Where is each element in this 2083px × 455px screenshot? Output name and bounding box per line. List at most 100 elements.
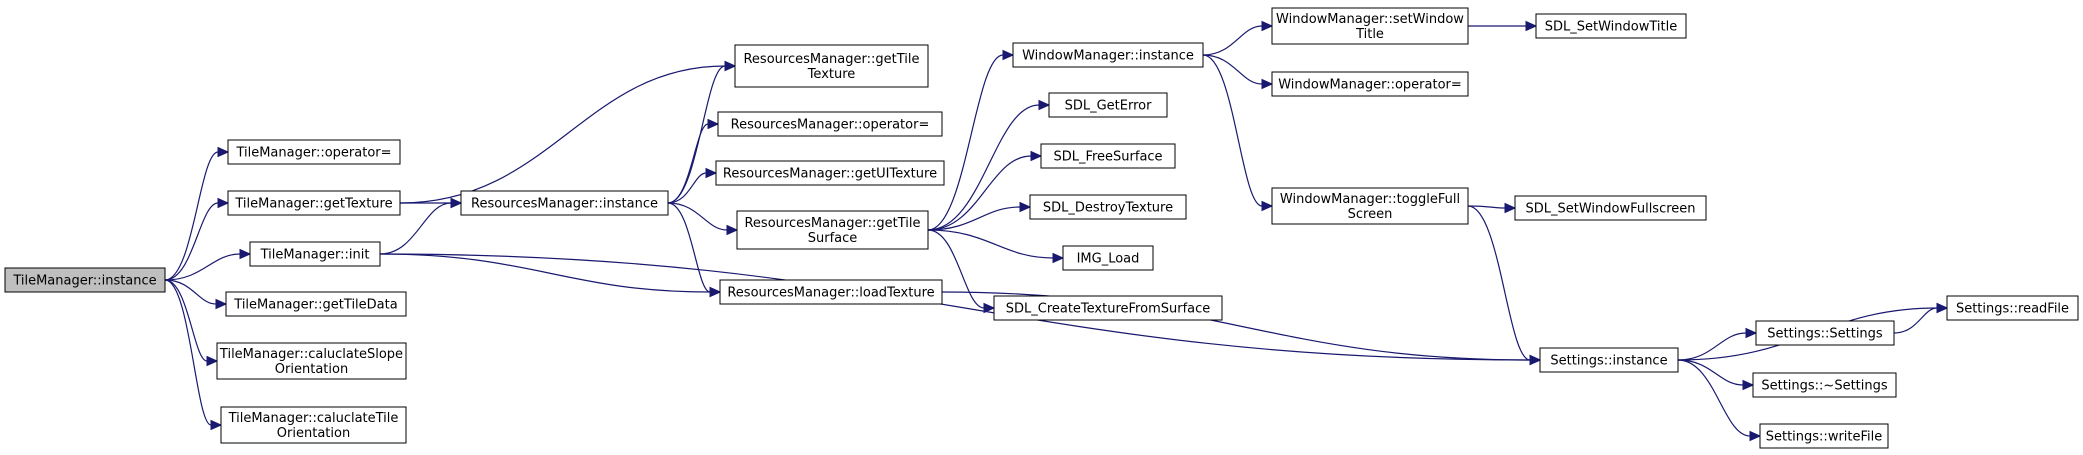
arrowhead — [1038, 99, 1051, 111]
arrowhead — [1529, 354, 1542, 366]
edge-line — [1202, 54, 1263, 85]
node-label: Settings::writeFile — [1766, 430, 1883, 445]
node-box — [1271, 7, 1469, 45]
node-sdl-freeSurface[interactable]: SDL_FreeSurface — [1040, 143, 1176, 169]
node-box — [1539, 347, 1679, 373]
node-settings-writeFile[interactable]: Settings::writeFile — [1759, 423, 1889, 449]
node-label: Screen — [1348, 207, 1393, 222]
node-label: Settings::~Settings — [1761, 379, 1888, 394]
edge-line — [667, 123, 709, 204]
node-img-load[interactable]: IMG_Load — [1062, 245, 1154, 271]
edge-tm-getTexture-to-rm-getTileTexture — [399, 60, 737, 204]
node-settings-dtor[interactable]: Settings::~Settings — [1752, 372, 1897, 398]
edge-line — [164, 151, 219, 281]
edge-line — [379, 253, 1531, 361]
node-label: Orientation — [275, 362, 348, 377]
node-box — [4, 267, 166, 293]
node-label: WindowManager::instance — [1022, 49, 1194, 64]
node-label: TileManager::instance — [12, 274, 156, 289]
node-sdl-destroyTexture[interactable]: SDL_DestroyTexture — [1029, 194, 1187, 220]
node-settings-ctor[interactable]: Settings::Settings — [1755, 320, 1895, 346]
arrowhead — [726, 224, 739, 236]
edge-rm-instance-to-rm-getUITexture — [667, 167, 718, 204]
arrowhead — [705, 167, 718, 179]
node-box — [1048, 92, 1168, 118]
arrowhead — [1745, 327, 1758, 339]
edge-wm-instance-to-wm-setWindowTitle — [1202, 20, 1274, 56]
edge-line — [1677, 359, 1744, 386]
arrowhead — [1261, 78, 1274, 90]
arrowhead — [1749, 430, 1762, 442]
node-tm-getTileData[interactable]: TileManager::getTileData — [225, 291, 407, 317]
edge-line — [1202, 54, 1263, 207]
node-label: ResourcesManager::operator= — [731, 118, 930, 133]
node-label: TileManager::caluclateSlope — [219, 347, 403, 362]
edge-rm-getTileSurface-to-sdl-freeSurface — [927, 150, 1043, 231]
node-box — [734, 44, 929, 88]
edge-line — [1467, 205, 1506, 209]
node-box — [1755, 320, 1895, 346]
node-box — [736, 210, 929, 250]
node-box — [715, 160, 945, 186]
node-sdl-setWindowFullscreen[interactable]: SDL_SetWindowFullscreen — [1514, 195, 1707, 221]
arrowhead — [1261, 200, 1274, 212]
edge-settings-instance-to-settings-ctor — [1677, 327, 1758, 361]
node-sdl-createTexFromSurface[interactable]: SDL_CreateTextureFromSurface — [993, 295, 1223, 321]
node-rm-getUITexture[interactable]: ResourcesManager::getUITexture — [715, 160, 945, 186]
node-rm-instance[interactable]: ResourcesManager::instance — [460, 190, 669, 216]
node-rm-loadTexture[interactable]: ResourcesManager::loadTexture — [719, 279, 943, 305]
edge-line — [164, 253, 241, 281]
node-box — [1946, 295, 2079, 321]
edge-line — [399, 65, 726, 204]
edge-line — [1893, 307, 1938, 334]
arrowhead — [1936, 302, 1949, 314]
node-wm-instance[interactable]: WindowManager::instance — [1012, 42, 1204, 68]
arrowhead — [217, 197, 230, 209]
edge-line — [1202, 25, 1263, 56]
node-tm-init[interactable]: TileManager::init — [249, 241, 381, 267]
node-settings-readFile[interactable]: Settings::readFile — [1946, 295, 2079, 321]
node-settings-instance[interactable]: Settings::instance — [1539, 347, 1679, 373]
edge-line — [927, 229, 1054, 259]
arrowhead — [1261, 20, 1274, 32]
node-box — [227, 190, 401, 216]
node-sdl-getError[interactable]: SDL_GetError — [1048, 92, 1168, 118]
edge-rm-getTileSurface-to-wm-instance — [927, 49, 1015, 231]
arrowhead — [1525, 20, 1538, 32]
node-tm-operator[interactable]: TileManager::operator= — [227, 139, 401, 165]
arrowhead — [1742, 379, 1755, 391]
arrowhead — [1030, 150, 1043, 162]
edge-rm-instance-to-rm-getTileSurface — [667, 202, 739, 236]
node-wm-operator[interactable]: WindowManager::operator= — [1271, 71, 1469, 97]
node-tm-instance[interactable]: TileManager::instance — [4, 267, 166, 293]
edge-line — [164, 202, 219, 281]
node-label: ResourcesManager::instance — [471, 197, 658, 212]
edge-line — [667, 172, 707, 204]
node-sdl-setWindowTitle[interactable]: SDL_SetWindowTitle — [1535, 13, 1687, 39]
edge-line — [164, 279, 212, 426]
arrowhead — [450, 197, 463, 209]
node-label: SDL_CreateTextureFromSurface — [1006, 302, 1211, 317]
arrowhead — [210, 419, 223, 431]
edge-line — [667, 202, 728, 231]
arrowhead — [1019, 201, 1032, 213]
node-box — [225, 291, 407, 317]
edge-rm-getTileSurface-to-sdl-destroyTexture — [927, 201, 1032, 231]
node-label: ResourcesManager::getUITexture — [723, 167, 937, 182]
node-box — [1040, 143, 1176, 169]
node-tm-getTexture[interactable]: TileManager::getTexture — [227, 190, 401, 216]
edge-line — [379, 202, 452, 255]
edge-wm-instance-to-wm-operator — [1202, 54, 1274, 90]
node-box — [249, 241, 381, 267]
node-label: SDL_SetWindowFullscreen — [1525, 202, 1695, 217]
node-rm-operator[interactable]: ResourcesManager::operator= — [717, 111, 943, 137]
node-label: Settings::instance — [1550, 354, 1667, 369]
node-label: ResourcesManager::getTile — [743, 52, 919, 67]
arrowhead — [206, 355, 219, 367]
